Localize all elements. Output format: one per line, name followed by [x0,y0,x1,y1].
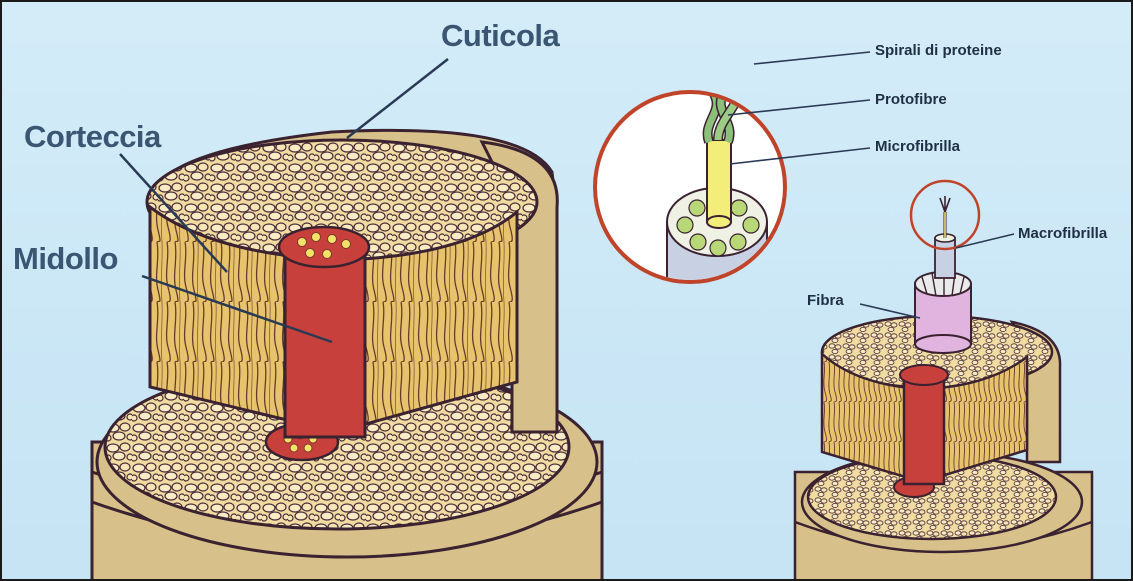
label-protofibre: Protofibre [875,92,947,107]
label-cuticola: Cuticola [441,20,559,51]
label-fibra: Fibra [807,293,844,308]
magnifier-detail [595,50,870,302]
label-corteccia: Corteccia [24,121,161,152]
large-hair-section [92,59,602,581]
label-macrofibrilla: Macrofibrilla [1018,226,1107,241]
cuticola-leader-line [347,59,448,138]
label-spirali-di-proteine: Spirali di proteine [875,43,1002,58]
label-midollo: Midollo [13,243,118,274]
label-microfibrilla: Microfibrilla [875,139,960,154]
